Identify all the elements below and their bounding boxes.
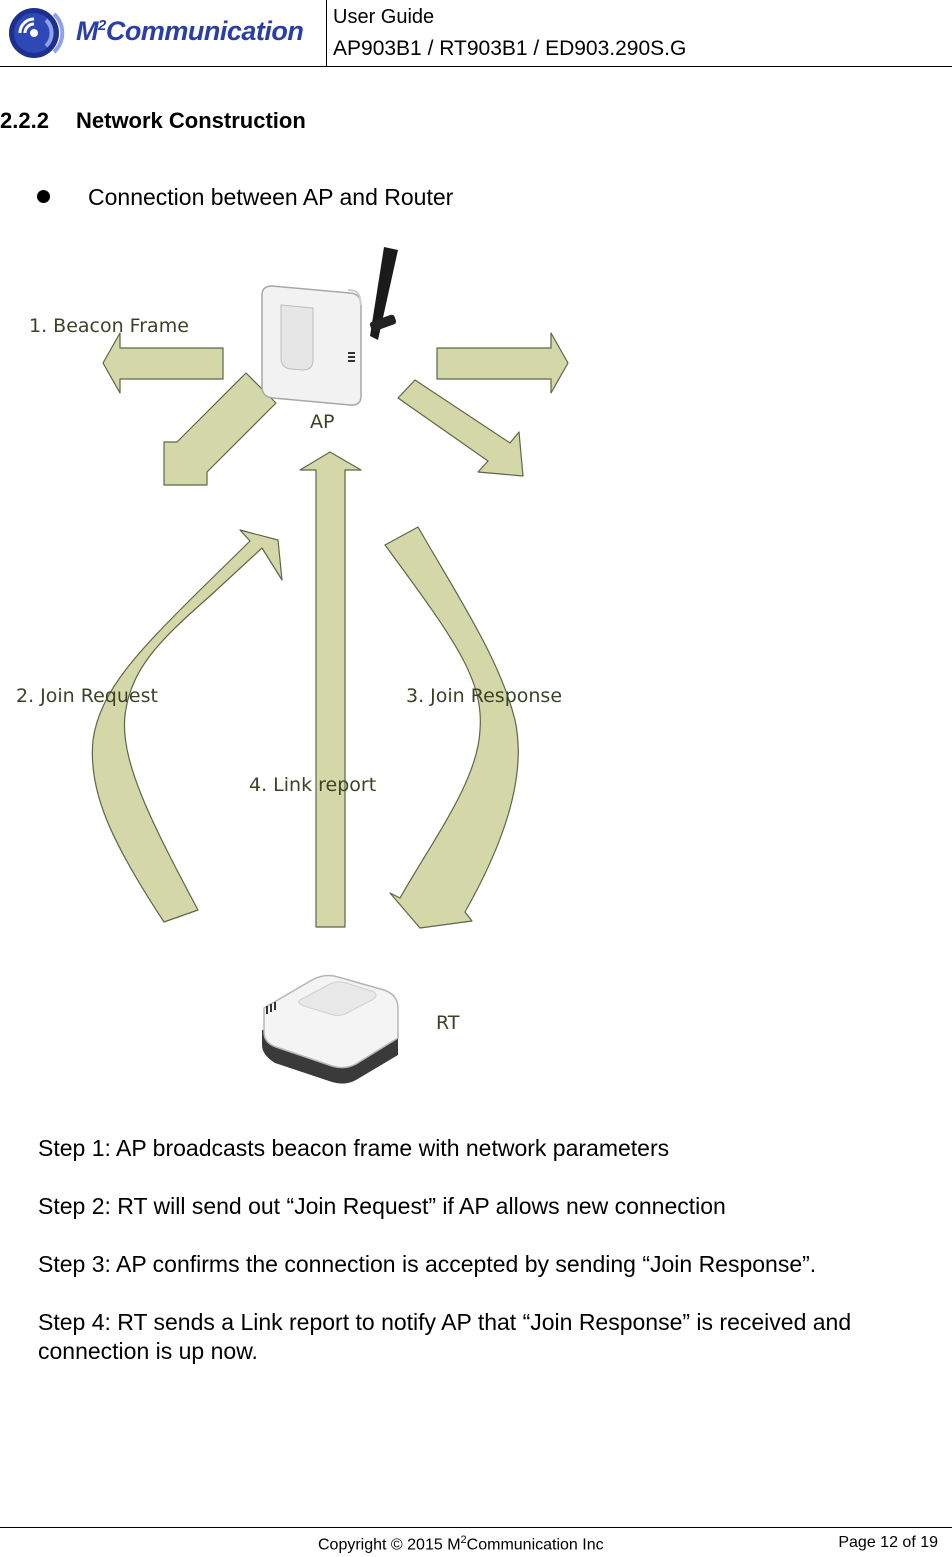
ap-label: AP xyxy=(310,411,335,433)
join-response-label: 3. Join Response xyxy=(406,685,563,707)
step-3: Step 3: AP confirms the connection is ac… xyxy=(38,1251,817,1277)
beacon-arrow-right xyxy=(436,332,569,394)
beacon-arrow-down-left xyxy=(163,372,277,486)
join-response-arrow xyxy=(384,526,519,929)
step-4: Step 4: RT sends a Link report to notify… xyxy=(38,1309,852,1364)
model-numbers: AP903B1 / RT903B1 / ED903.290S.G xyxy=(333,37,687,60)
diagram-canvas xyxy=(91,247,569,1084)
steps-list: Step 1: AP broadcasts beacon frame with … xyxy=(38,1134,943,1395)
section-title: Network Construction xyxy=(76,108,306,133)
link-report-arrow xyxy=(299,451,362,928)
network-diagram: 1. Beacon Frame AP 2. Join Request 3. Jo… xyxy=(0,230,952,1100)
step-2: Step 2: RT will send out “Join Request” … xyxy=(38,1193,726,1219)
logo-wordmark: M2Communication xyxy=(76,16,304,46)
section-number: 2.2.2 xyxy=(0,108,49,133)
footer-rule xyxy=(0,1527,952,1528)
page-number: Page 12 of 19 xyxy=(838,1534,938,1551)
bullet-text: Connection between AP and Router xyxy=(88,184,454,210)
beacon-arrow-down-right xyxy=(397,379,524,477)
rt-label: RT xyxy=(436,1012,460,1034)
beacon-frame-label: 1. Beacon Frame xyxy=(29,315,189,337)
company-logo: M2Communication xyxy=(6,4,318,62)
footer-copyright: Copyright © 2015 M2Communication Inc xyxy=(318,1534,604,1554)
page-header: M2Communication User Guide AP903B1 / RT9… xyxy=(0,0,952,67)
join-request-label: 2. Join Request xyxy=(16,685,158,707)
step-1: Step 1: AP broadcasts beacon frame with … xyxy=(38,1135,670,1161)
link-report-label: 4. Link report xyxy=(249,774,377,796)
beacon-arrow-left xyxy=(102,332,224,394)
section-heading: 2.2.2 Network Construction xyxy=(0,108,306,134)
ap-device-icon xyxy=(261,247,398,406)
rt-device-icon xyxy=(262,974,399,1084)
header-divider xyxy=(326,0,327,66)
doc-type: User Guide xyxy=(333,6,435,28)
m2-signal-logo-icon xyxy=(9,8,65,58)
header-rule xyxy=(0,66,952,67)
join-request-arrow xyxy=(91,529,283,923)
bullet-dot xyxy=(37,190,50,203)
